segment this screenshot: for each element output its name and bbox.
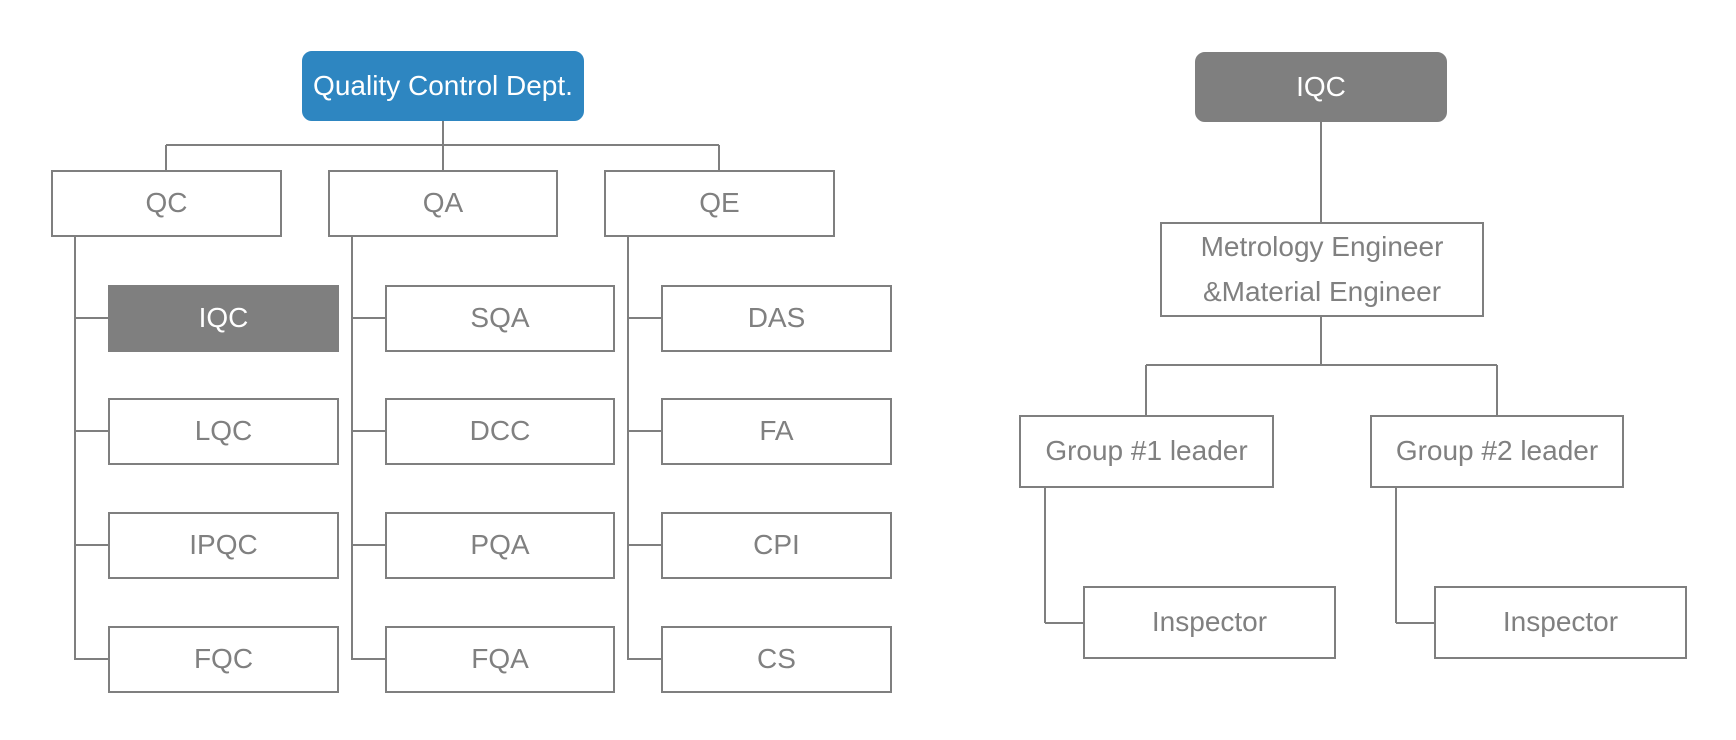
sqa-node: SQA: [385, 285, 615, 352]
qa-node: QA: [328, 170, 558, 237]
engineer-line-1: Metrology Engineer: [1200, 230, 1444, 262]
cpi-node: CPI: [661, 512, 892, 579]
engineer-line-2: &Material Engineer: [1202, 275, 1442, 307]
cs-node: CS: [661, 626, 892, 693]
lqc-node: LQC: [108, 398, 339, 465]
inspector-1-node: Inspector: [1083, 586, 1336, 659]
engineer-node: Metrology Engineer &Material Engineer: [1160, 222, 1484, 317]
inspector-2-node: Inspector: [1434, 586, 1687, 659]
qe-node: QE: [604, 170, 835, 237]
iqc-root-node: IQC: [1195, 52, 1447, 122]
group-2-leader-node: Group #2 leader: [1370, 415, 1624, 488]
fqa-node: FQA: [385, 626, 615, 693]
qc-node: QC: [51, 170, 282, 237]
dcc-node: DCC: [385, 398, 615, 465]
group-1-leader-node: Group #1 leader: [1019, 415, 1274, 488]
das-node: DAS: [661, 285, 892, 352]
quality-control-dept-node: Quality Control Dept.: [302, 51, 584, 121]
ipqc-node: IPQC: [108, 512, 339, 579]
pqa-node: PQA: [385, 512, 615, 579]
fqc-node: FQC: [108, 626, 339, 693]
fa-node: FA: [661, 398, 892, 465]
iqc-node-highlighted: IQC: [108, 285, 339, 352]
